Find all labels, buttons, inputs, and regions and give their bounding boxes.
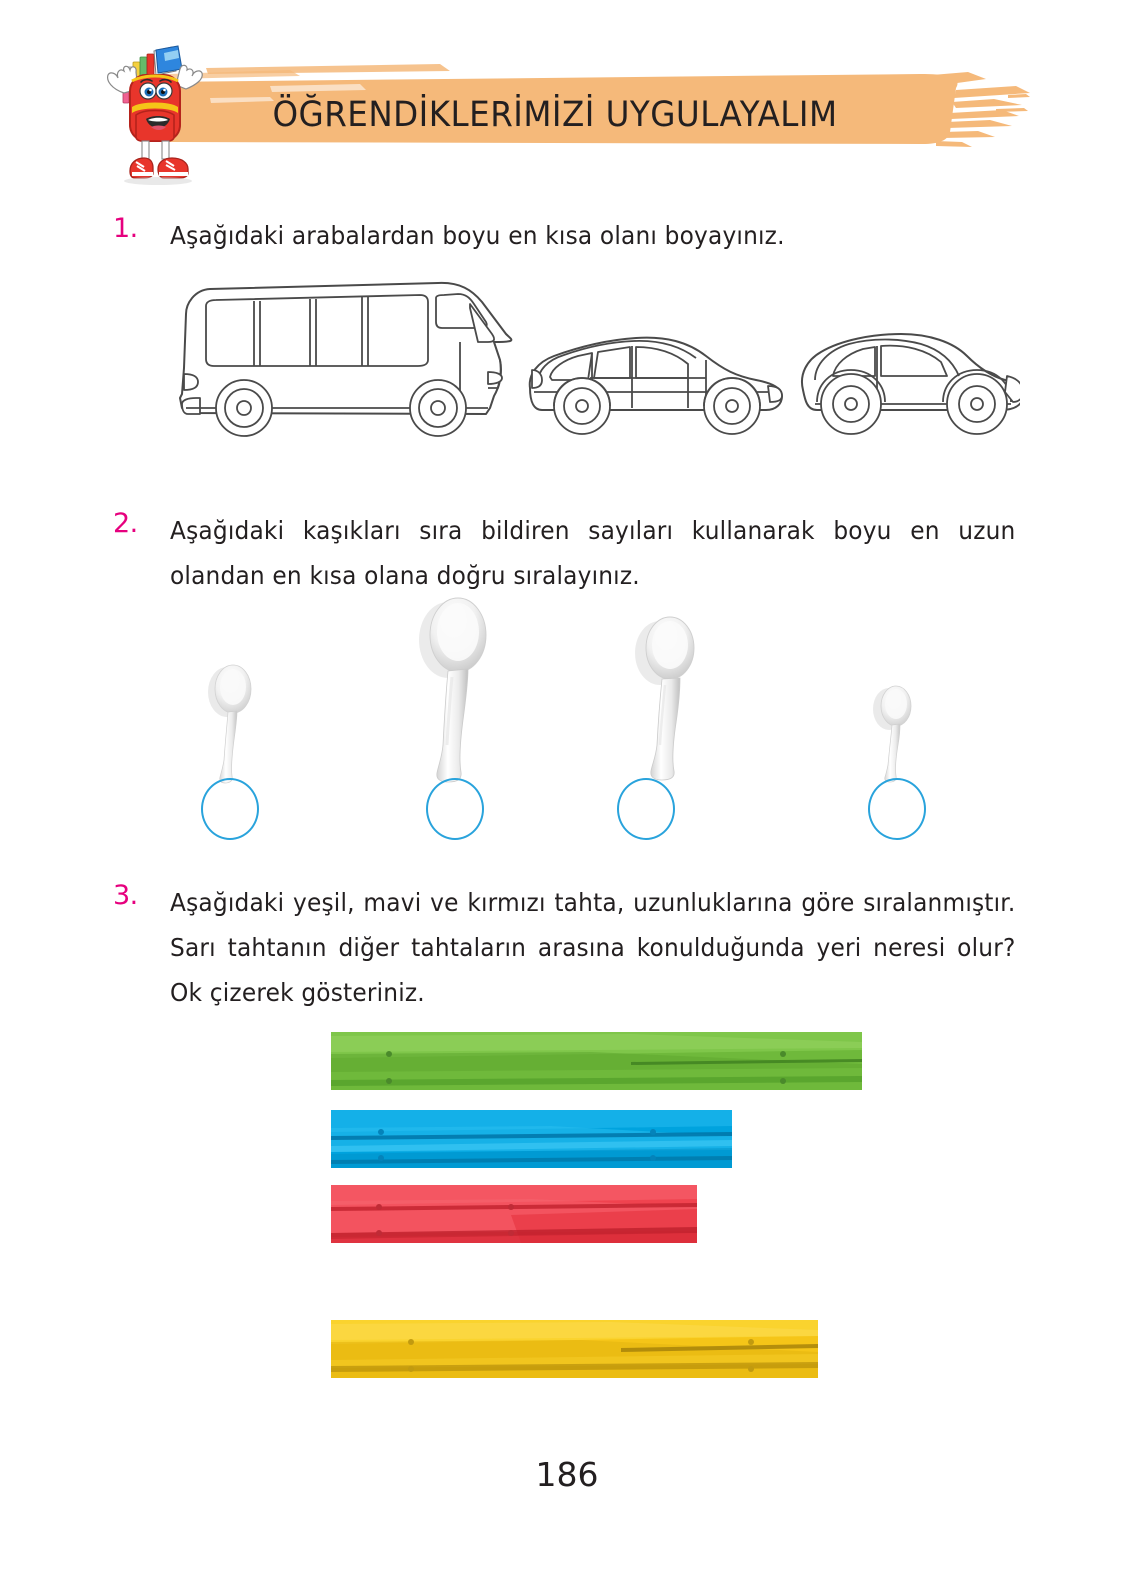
answer-circle-4[interactable] <box>868 778 926 840</box>
spoon-item-4 <box>845 595 965 840</box>
answer-circle-2[interactable] <box>426 778 484 840</box>
boards-group <box>0 1020 1134 1420</box>
spoon-4-icon <box>873 685 912 783</box>
page-number: 186 <box>535 1455 599 1494</box>
question-3-number: 3. <box>113 880 138 911</box>
question-2-text: Aşağıdaki kaşıkları sıra bildiren sayıla… <box>170 516 1016 590</box>
question-1-text: Aşağıdaki arabalardan boyu en kısa olanı… <box>170 221 785 250</box>
beetle-car-icon <box>801 333 1020 435</box>
spoon-2-icon <box>419 597 487 783</box>
spoon-1-icon <box>208 664 252 784</box>
question-2-number: 2. <box>113 508 138 539</box>
banner-brush-stroke <box>151 64 1030 147</box>
answer-circle-1[interactable] <box>201 778 259 840</box>
hatchback-car-icon <box>528 336 783 435</box>
question-3-text: Aşağıdaki yeşil, mavi ve kırmızı tahta, … <box>170 888 1016 1007</box>
page-header: ÖĞRENDİKLERİMİZİ UYGULAYALIM <box>0 0 1134 200</box>
spoon-item-2 <box>400 595 520 840</box>
spoon-item-3 <box>610 595 730 840</box>
spoons-group <box>0 595 1134 840</box>
green-board <box>331 1032 862 1090</box>
page-title: ÖĞRENDİKLERİMİZİ UYGULAYALIM <box>272 95 838 135</box>
red-board <box>331 1185 697 1243</box>
minibus-icon <box>179 281 513 437</box>
cars-illustration-group <box>179 281 1020 437</box>
spoon-3-icon <box>635 616 695 781</box>
question-1-number: 1. <box>113 213 138 244</box>
yellow-board <box>331 1320 818 1378</box>
answer-circle-3[interactable] <box>617 778 675 840</box>
spoon-item-1 <box>175 595 295 840</box>
blue-board <box>331 1110 732 1168</box>
backpack-mascot-icon <box>107 45 203 185</box>
